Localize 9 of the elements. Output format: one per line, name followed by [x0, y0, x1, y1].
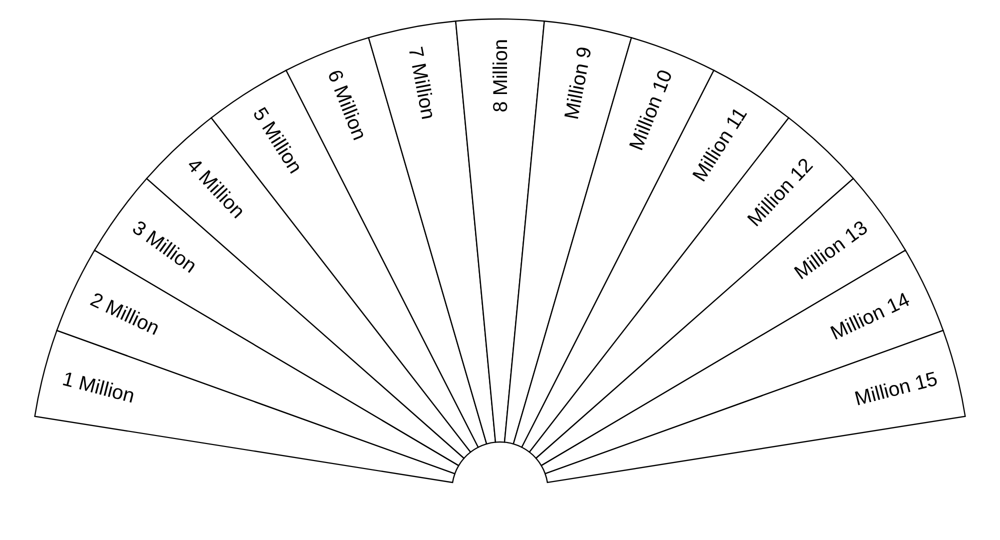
- sector-label: Million 9: [560, 45, 596, 122]
- sector-label: Million 15: [852, 368, 940, 410]
- sector-label: 7 Million: [404, 45, 440, 122]
- sector-label: 6 Million: [322, 67, 370, 144]
- sector-label: 8 Million: [490, 39, 512, 112]
- sector-label: Million 10: [626, 67, 678, 154]
- fan-sector: [455, 18, 545, 443]
- sector-label: Million 14: [827, 288, 914, 345]
- sector-label: 1 Million: [60, 368, 137, 408]
